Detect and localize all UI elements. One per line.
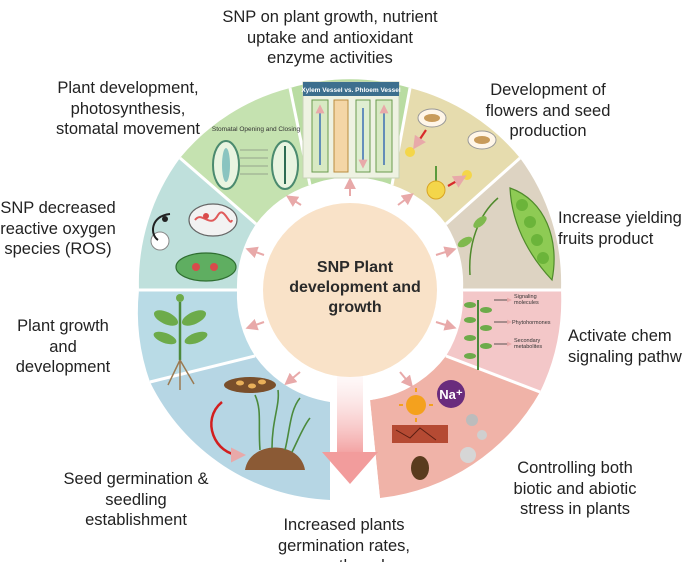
inset-germination [210,377,311,470]
label-bottom: Increased plants germination rates, grow… [277,516,411,562]
inset-flowers-seeds [405,108,497,200]
label-bottom-right: Controlling both biotic and abiotic stre… [513,459,637,518]
inset-seedling [153,294,208,390]
label-left-upper: SNP decreased reactive oxygen species (R… [0,199,116,258]
arrow-left-middle [245,318,265,331]
inset-stomata: Stomatal Opening and Closing [212,126,301,190]
center-title: SNP Plant development and growth [289,259,421,316]
inset-ros [150,203,238,282]
arrow-bottom-left [284,371,301,386]
label-right-middle: Activate chem signaling pathw [568,327,682,366]
label-top-left: Plant development, photosynthesis, stoma… [56,79,200,138]
inset-pea-pod [457,187,555,282]
label-bottom-left: Seed germination & seedling establishmen… [63,470,209,529]
center-circle [263,203,437,377]
inset-xylem-phloem: Xylem Vessel vs. Phloem Vessel [301,81,401,179]
inset-stress: Na⁺ [392,380,487,480]
arrow-bottom-right [399,371,414,388]
label-right-upper: Increase yielding fruits product [558,209,682,248]
radial-arrows [245,177,457,388]
arrow-top-left [285,195,302,207]
arrow-right-upper [435,246,457,258]
ion-label: Na⁺ [439,387,463,402]
label-top-right: Development of flowers and seed producti… [485,81,611,140]
arrow-left-upper [245,246,265,259]
signal-item-2: Phytohormones [512,320,551,326]
arrow-top-right [397,193,414,206]
inset-xylem-title: Xylem Vessel vs. Phloem Vessel [301,87,401,94]
inset-stomata-title: Stomatal Opening and Closing [212,126,301,133]
label-top: SNP on plant growth, nutrient uptake and… [222,8,438,67]
arrow-right-middle [435,319,457,331]
segment-top-left [180,88,310,224]
label-left-middle: Plant growth and development [15,317,111,376]
segment-right-upper [446,158,562,290]
